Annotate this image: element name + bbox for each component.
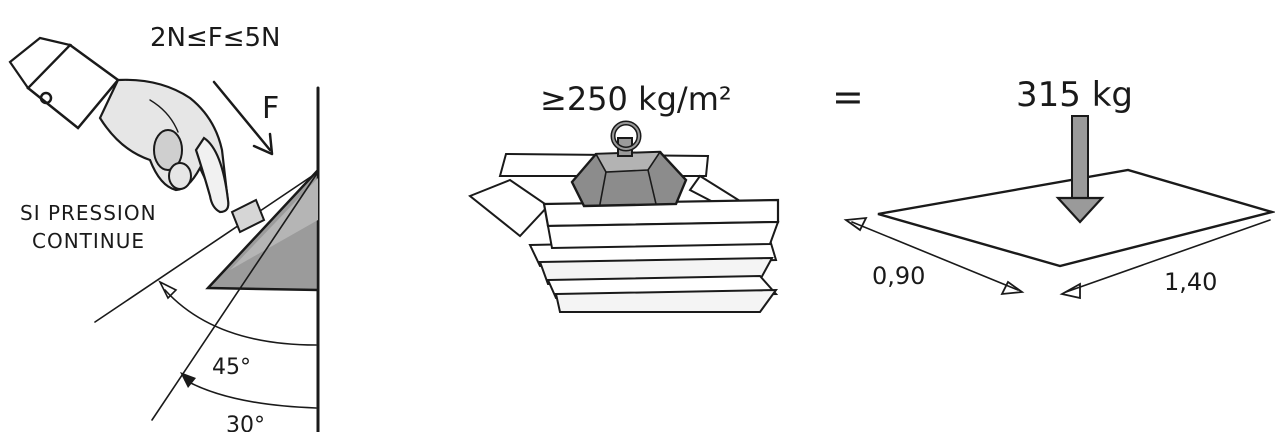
arc-45-arrowhead — [160, 282, 176, 298]
top-plate-side — [548, 222, 778, 248]
width-label: 0,90 — [872, 262, 925, 290]
angle-30-label: 30° — [226, 413, 265, 432]
stack-layer-4 — [556, 290, 776, 312]
arc-30-arrowhead — [180, 372, 196, 388]
angle-line-30 — [152, 172, 318, 420]
load-arrow-icon — [1058, 116, 1102, 222]
hand-icon — [10, 38, 228, 212]
force-range-label: 2N≤F≤5N — [150, 23, 281, 53]
force-symbol-label: F — [262, 91, 279, 126]
length-label: 1,40 — [1164, 268, 1217, 296]
hatch-test-diagram: 2N≤F≤5N F SI PRESSION CONTINUE 45° 30° — [10, 23, 318, 432]
equals-sign: = — [832, 75, 864, 119]
box-left-flap — [470, 180, 548, 236]
condition-line-1: SI PRESSION — [20, 201, 157, 225]
load-per-area-label: ≥250 kg/m² — [540, 80, 732, 118]
load-test-diagram: ≥250 kg/m² — [470, 80, 778, 312]
angle-arc-30 — [185, 380, 316, 408]
weight-icon — [572, 123, 686, 206]
total-load-label: 315 kg — [1016, 75, 1133, 115]
condition-line-2: CONTINUE — [32, 229, 145, 253]
angle-arc-45 — [165, 290, 316, 345]
platform-load-diagram: 315 kg 0,90 1,40 — [846, 75, 1272, 298]
angle-45-label: 45° — [212, 355, 251, 380]
